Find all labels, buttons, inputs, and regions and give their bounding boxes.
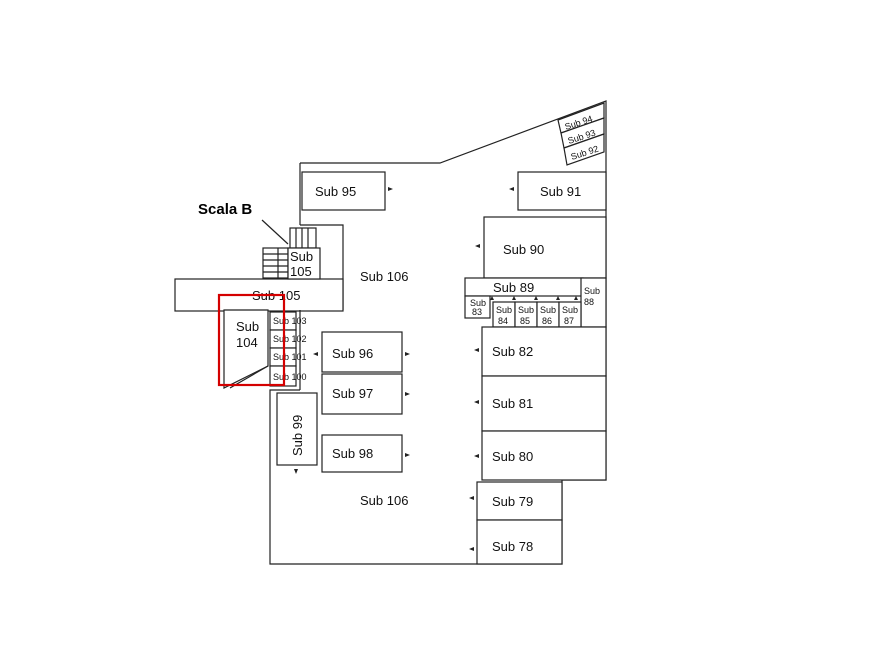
rooms-100-103: Sub 103 Sub 102 Sub 101 Sub 100 <box>269 311 307 387</box>
room-sub-99 <box>276 392 318 466</box>
label-sub-106-bottom: Sub 106 <box>360 493 408 508</box>
label-sub-78: Sub 78 <box>492 539 533 554</box>
label-sub-85-a: Sub <box>518 305 534 315</box>
label-sub-89: Sub 89 <box>493 280 534 295</box>
label-sub-105-b: 105 <box>290 264 312 279</box>
highlight-sub-104 <box>217 293 286 387</box>
room-sub-105 <box>287 247 321 280</box>
label-sub-79: Sub 79 <box>492 494 533 509</box>
label-sub-80: Sub 80 <box>492 449 533 464</box>
label-sub-86-b: 86 <box>542 316 552 326</box>
label-sub-90: Sub 90 <box>503 242 544 257</box>
label-sub-85-b: 85 <box>520 316 530 326</box>
label-sub-91: Sub 91 <box>540 184 581 199</box>
room-sub-81 <box>481 375 607 432</box>
label-sub-96: Sub 96 <box>332 346 373 361</box>
room-sub-90 <box>483 216 607 279</box>
label-sub-104-b: 104 <box>236 335 258 350</box>
room-sub-78 <box>476 519 563 565</box>
label-sub-88-b: 88 <box>584 297 594 307</box>
label-sub-105-a: Sub <box>290 249 313 264</box>
label-sub-102: Sub 102 <box>273 334 307 344</box>
label-sub-83-b: 83 <box>472 307 482 317</box>
label-sub-100: Sub 100 <box>273 372 307 382</box>
room-sub-82 <box>481 326 607 377</box>
label-sub-88-a: Sub <box>584 286 600 296</box>
label-sub-82: Sub 82 <box>492 344 533 359</box>
label-sub-97: Sub 97 <box>332 386 373 401</box>
room-sub-97 <box>321 373 403 415</box>
label-sub-101: Sub 101 <box>273 352 307 362</box>
label-sub-83-a: Sub <box>470 298 486 308</box>
label-sub-84-a: Sub <box>496 305 512 315</box>
label-sub-103: Sub 103 <box>273 316 307 326</box>
label-sub-106-top: Sub 106 <box>360 269 408 284</box>
label-sub-87-b: 87 <box>564 316 574 326</box>
room-sub-79 <box>476 481 563 521</box>
label-sub-84-b: 84 <box>498 316 508 326</box>
room-sub-98 <box>321 434 403 473</box>
scala-b-label: Scala B <box>198 201 252 218</box>
label-sub-86-a: Sub <box>540 305 556 315</box>
room-sub-96 <box>321 331 403 373</box>
rooms-83-87: Sub 83 Sub 84 Sub 85 Sub 86 Sub 87 <box>464 295 582 328</box>
label-sub-95: Sub 95 <box>315 184 356 199</box>
room-sub-95 <box>301 171 386 211</box>
rooms-94-92: Sub 94 Sub 93 Sub 92 <box>557 102 605 166</box>
label-sub-98: Sub 98 <box>332 446 373 461</box>
room-sub-80 <box>481 430 607 481</box>
room-sub-91 <box>517 171 607 211</box>
label-sub-104-a: Sub <box>236 319 259 334</box>
label-sub-81: Sub 81 <box>492 396 533 411</box>
label-sub-99: Sub 99 <box>290 415 305 456</box>
staircase <box>262 227 317 279</box>
label-sub-87-a: Sub <box>562 305 578 315</box>
